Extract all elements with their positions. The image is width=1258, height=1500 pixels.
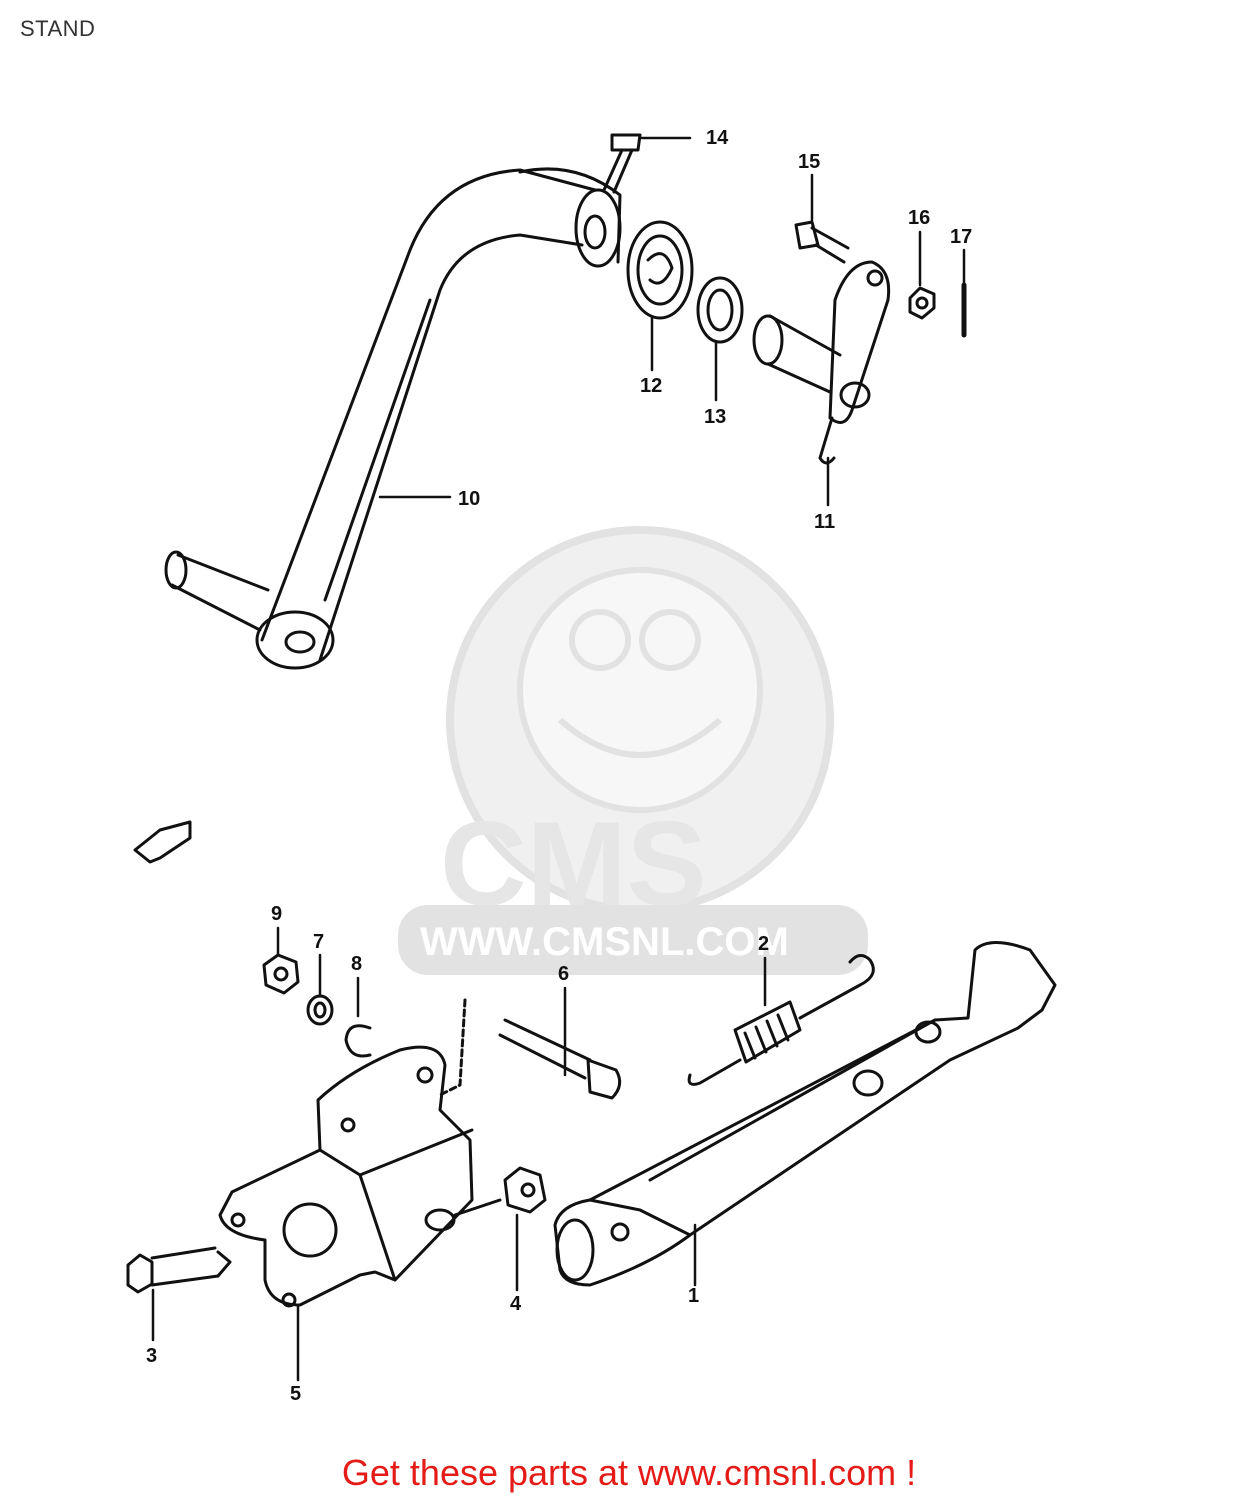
callout-17: 17 [950, 226, 972, 248]
collar-4 [453, 1166, 547, 1217]
callout-4: 4 [510, 1293, 522, 1315]
clip-8 [344, 1024, 372, 1058]
callout-6: 6 [558, 963, 569, 985]
callout-9: 9 [271, 903, 282, 925]
stand-bolt-6 [438, 998, 622, 1100]
kick-lever [164, 167, 622, 670]
leader-lines [151, 136, 966, 1382]
kick-spring-12 [626, 220, 694, 320]
washer-13 [696, 276, 744, 344]
stand-spring-2 [687, 954, 875, 1086]
watermark-url: WWW.CMSNL.COM [420, 920, 789, 964]
front-arrow-icon [133, 820, 192, 864]
page-title: STAND [20, 16, 96, 41]
callout-16: 16 [908, 207, 930, 229]
callout-15: 15 [798, 151, 820, 173]
bolt-14 [602, 133, 642, 194]
stand-bracket-5 [218, 1045, 474, 1308]
callout-14: 14 [706, 127, 729, 149]
stud-bolt-3 [126, 1246, 232, 1294]
bolt-15 [794, 220, 850, 264]
spring-washer-7 [306, 994, 334, 1026]
side-stand-1 [553, 941, 1057, 1287]
callout-7: 7 [313, 931, 324, 953]
callout-3: 3 [146, 1345, 157, 1367]
callout-11: 11 [814, 511, 835, 533]
footer-link[interactable]: Get these parts at www.cmsnl.com ! [341, 1452, 917, 1493]
nut-9 [262, 953, 300, 995]
nut-16 [908, 286, 936, 320]
callout-12: 12 [640, 375, 662, 397]
callout-1: 1 [688, 1285, 699, 1307]
callout-5: 5 [290, 1383, 301, 1405]
cms-watermark: CMS WWW.CMSNL.COM [398, 526, 868, 975]
callout-10: 10 [458, 488, 480, 510]
callout-labels: 1 2 3 4 5 6 7 8 9 10 11 12 13 14 15 16 1… [146, 127, 972, 1405]
callout-8: 8 [351, 953, 362, 975]
callout-13: 13 [704, 406, 726, 428]
kick-shaft-11 [752, 260, 891, 465]
callout-2: 2 [758, 933, 769, 955]
